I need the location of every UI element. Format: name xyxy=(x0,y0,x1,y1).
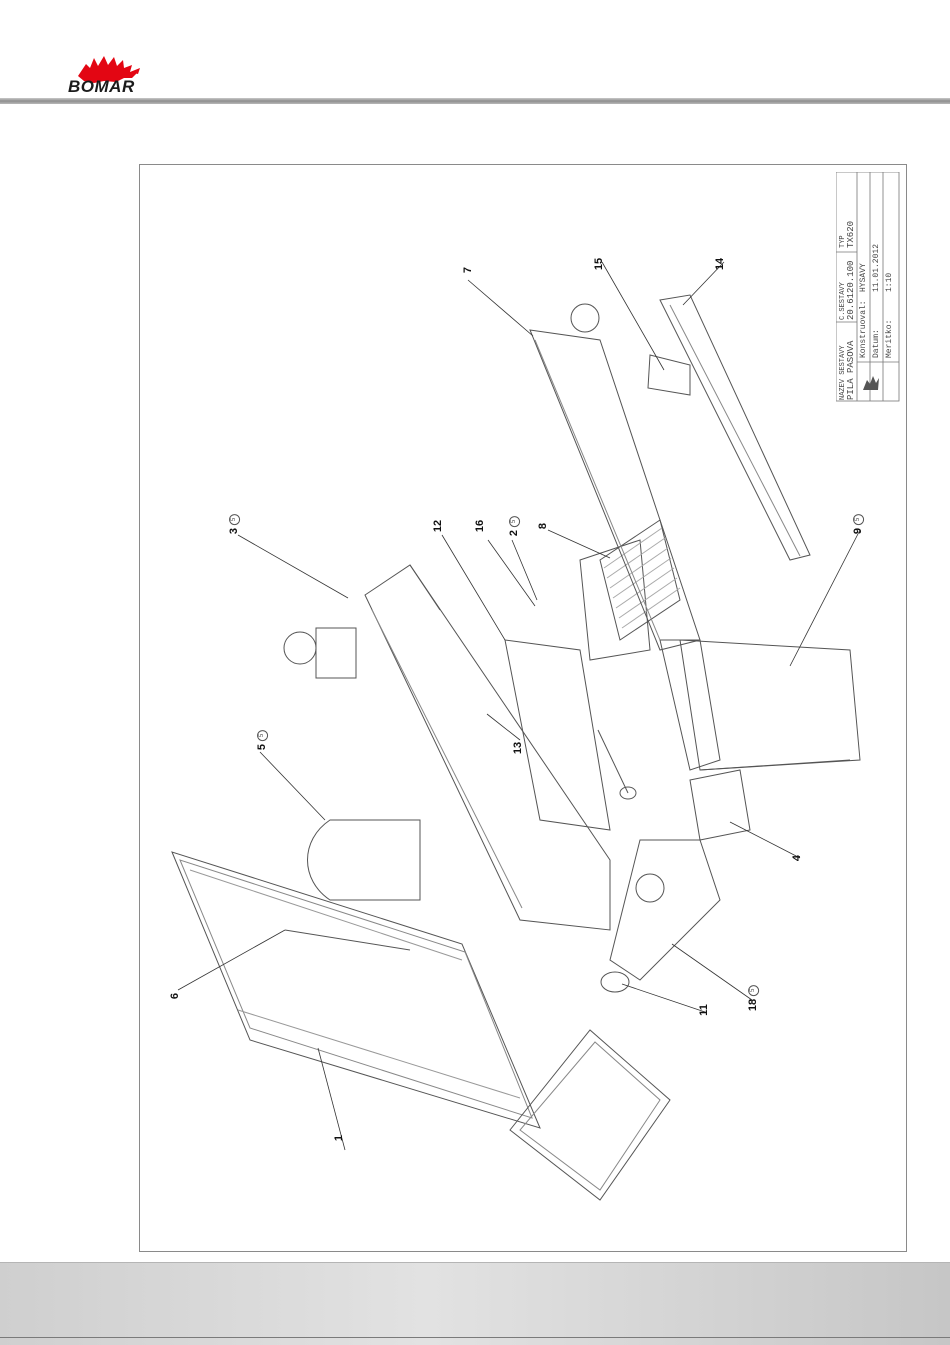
part-18-unit xyxy=(610,840,720,980)
part-7-conveyor xyxy=(530,330,700,650)
callout-9: 95 xyxy=(852,514,864,534)
callout-5: 55 xyxy=(256,730,268,750)
callout-15: 15 xyxy=(593,258,605,270)
scale-value: 1:10 xyxy=(885,273,894,292)
part-9-cabinet xyxy=(680,640,860,770)
date-value: 11.01.2012 xyxy=(872,244,881,292)
part-4-box xyxy=(690,770,750,840)
motor-3 xyxy=(284,632,316,664)
title-name-value: PILA PASOVA xyxy=(846,341,856,400)
callout-4: 4 xyxy=(791,855,803,861)
scale-label: Meritko: xyxy=(885,320,894,358)
callout-3: 35 xyxy=(228,514,240,534)
designer-value: HYSAVY xyxy=(859,263,868,292)
callout-1: 1 xyxy=(333,1135,345,1141)
callout-14: 14 xyxy=(714,258,726,270)
page-footer xyxy=(0,1262,950,1345)
part-14-tray xyxy=(660,295,810,560)
part-11-roller xyxy=(601,972,629,992)
title-block-logo-icon xyxy=(859,368,881,398)
callout-18: 185 xyxy=(747,985,759,1011)
drawing-no-value: 20.6120.100 xyxy=(846,261,856,320)
part-3-housing xyxy=(365,565,610,930)
callout-11: 11 xyxy=(698,1004,710,1016)
designer-label: Konstruoval: xyxy=(859,300,868,358)
callout-16: 16 xyxy=(474,520,486,532)
motor-7 xyxy=(571,304,599,332)
type-value: TX620 xyxy=(846,221,856,248)
callout-6: 6 xyxy=(169,993,181,999)
part-6-rod xyxy=(285,930,410,950)
callout-8: 8 xyxy=(537,523,549,529)
callout-7: 7 xyxy=(462,267,474,273)
callout-2: 25 xyxy=(508,516,520,536)
footer-rule xyxy=(0,1337,950,1338)
part-15-plate xyxy=(648,355,690,395)
callout-12: 12 xyxy=(432,520,444,532)
callout-13: 13 xyxy=(512,742,524,754)
date-label: Datum: xyxy=(872,329,881,358)
title-block: NAZEV SESTAVY PILA PASOVA C.SESTAVY 20.6… xyxy=(836,172,900,402)
part-8-grate xyxy=(600,520,680,640)
part-5-guide xyxy=(308,820,421,900)
